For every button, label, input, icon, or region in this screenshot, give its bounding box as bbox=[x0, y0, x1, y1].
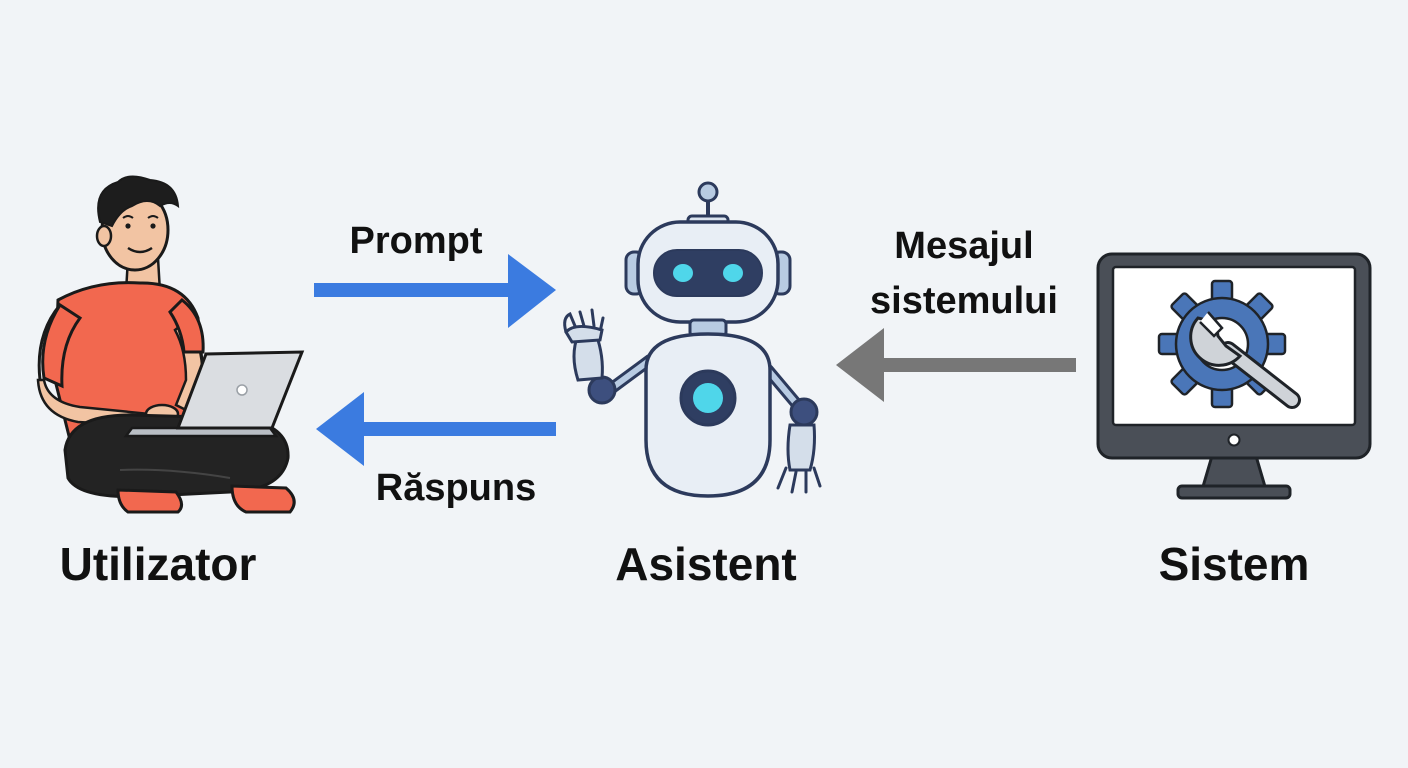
system-message-label-line2: sistemului bbox=[870, 280, 1058, 322]
assistant-label: Asistent bbox=[615, 538, 796, 590]
robot-icon bbox=[563, 181, 822, 498]
system-message-arrow bbox=[836, 328, 1076, 402]
system-message-label-line1: Mesajul bbox=[894, 225, 1033, 267]
monitor-gear-wrench-icon bbox=[1096, 252, 1372, 500]
user-label: Utilizator bbox=[60, 538, 257, 590]
prompt-arrow bbox=[314, 254, 556, 328]
response-arrow bbox=[316, 392, 556, 466]
response-label: Răspuns bbox=[376, 467, 536, 509]
person-with-laptop-icon bbox=[36, 175, 305, 514]
system-label: Sistem bbox=[1159, 538, 1310, 590]
prompt-label: Prompt bbox=[350, 220, 483, 262]
